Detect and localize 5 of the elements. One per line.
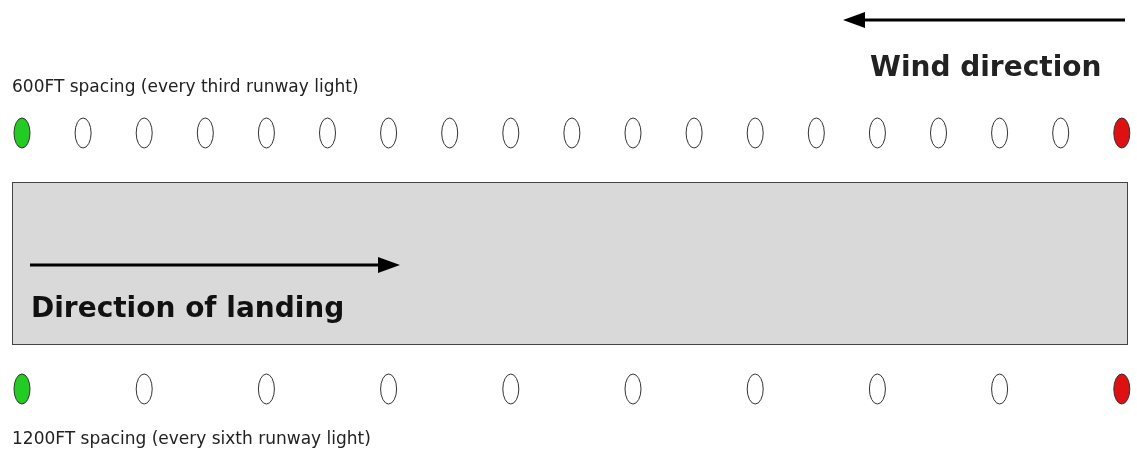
direction-label: Wind direction <box>870 50 1102 83</box>
spacing-label: 1200FT spacing (every sixth runway light) <box>12 428 371 448</box>
runway-area <box>12 182 1128 345</box>
spacing-label: 600FT spacing (every third runway light) <box>12 76 359 96</box>
runway-label: Direction of landing <box>31 291 345 324</box>
